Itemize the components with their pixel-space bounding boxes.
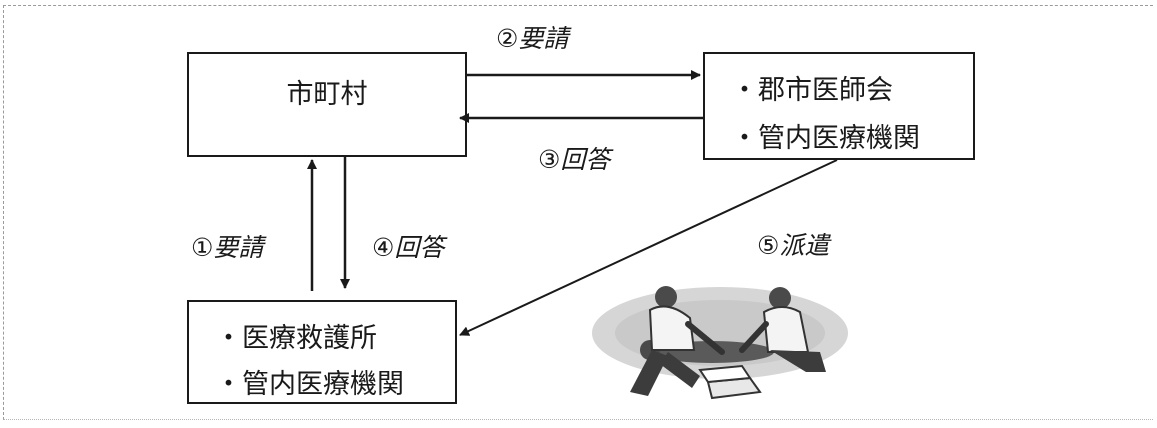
- medical-associations-box: ・郡市医師会 ・管内医療機関: [703, 52, 975, 160]
- relief-stations-box: ・医療救護所 ・管内医療機関: [187, 300, 457, 404]
- arrow-label-step2: ②要請: [496, 24, 569, 53]
- arrow-label-step3: ③回答: [538, 145, 611, 174]
- medical-associations-item-1: ・郡市医師会: [731, 75, 893, 106]
- frame-border: [3, 5, 1153, 420]
- municipality-title: 市町村: [286, 79, 368, 110]
- relief-stations-item-2: ・管内医療機関: [215, 369, 404, 400]
- arrow-label-step4: ④回答: [372, 233, 445, 262]
- medical-associations-item-2: ・管内医療機関: [731, 123, 920, 154]
- rescuers-illustration: [592, 286, 848, 400]
- arrow-step5: [459, 159, 838, 336]
- arrow-label-step1: ①要請: [191, 233, 264, 262]
- arrow-label-step5: ⑤派遣: [757, 231, 830, 260]
- municipality-box: 市町村: [187, 52, 467, 157]
- relief-stations-item-1: ・医療救護所: [215, 323, 377, 354]
